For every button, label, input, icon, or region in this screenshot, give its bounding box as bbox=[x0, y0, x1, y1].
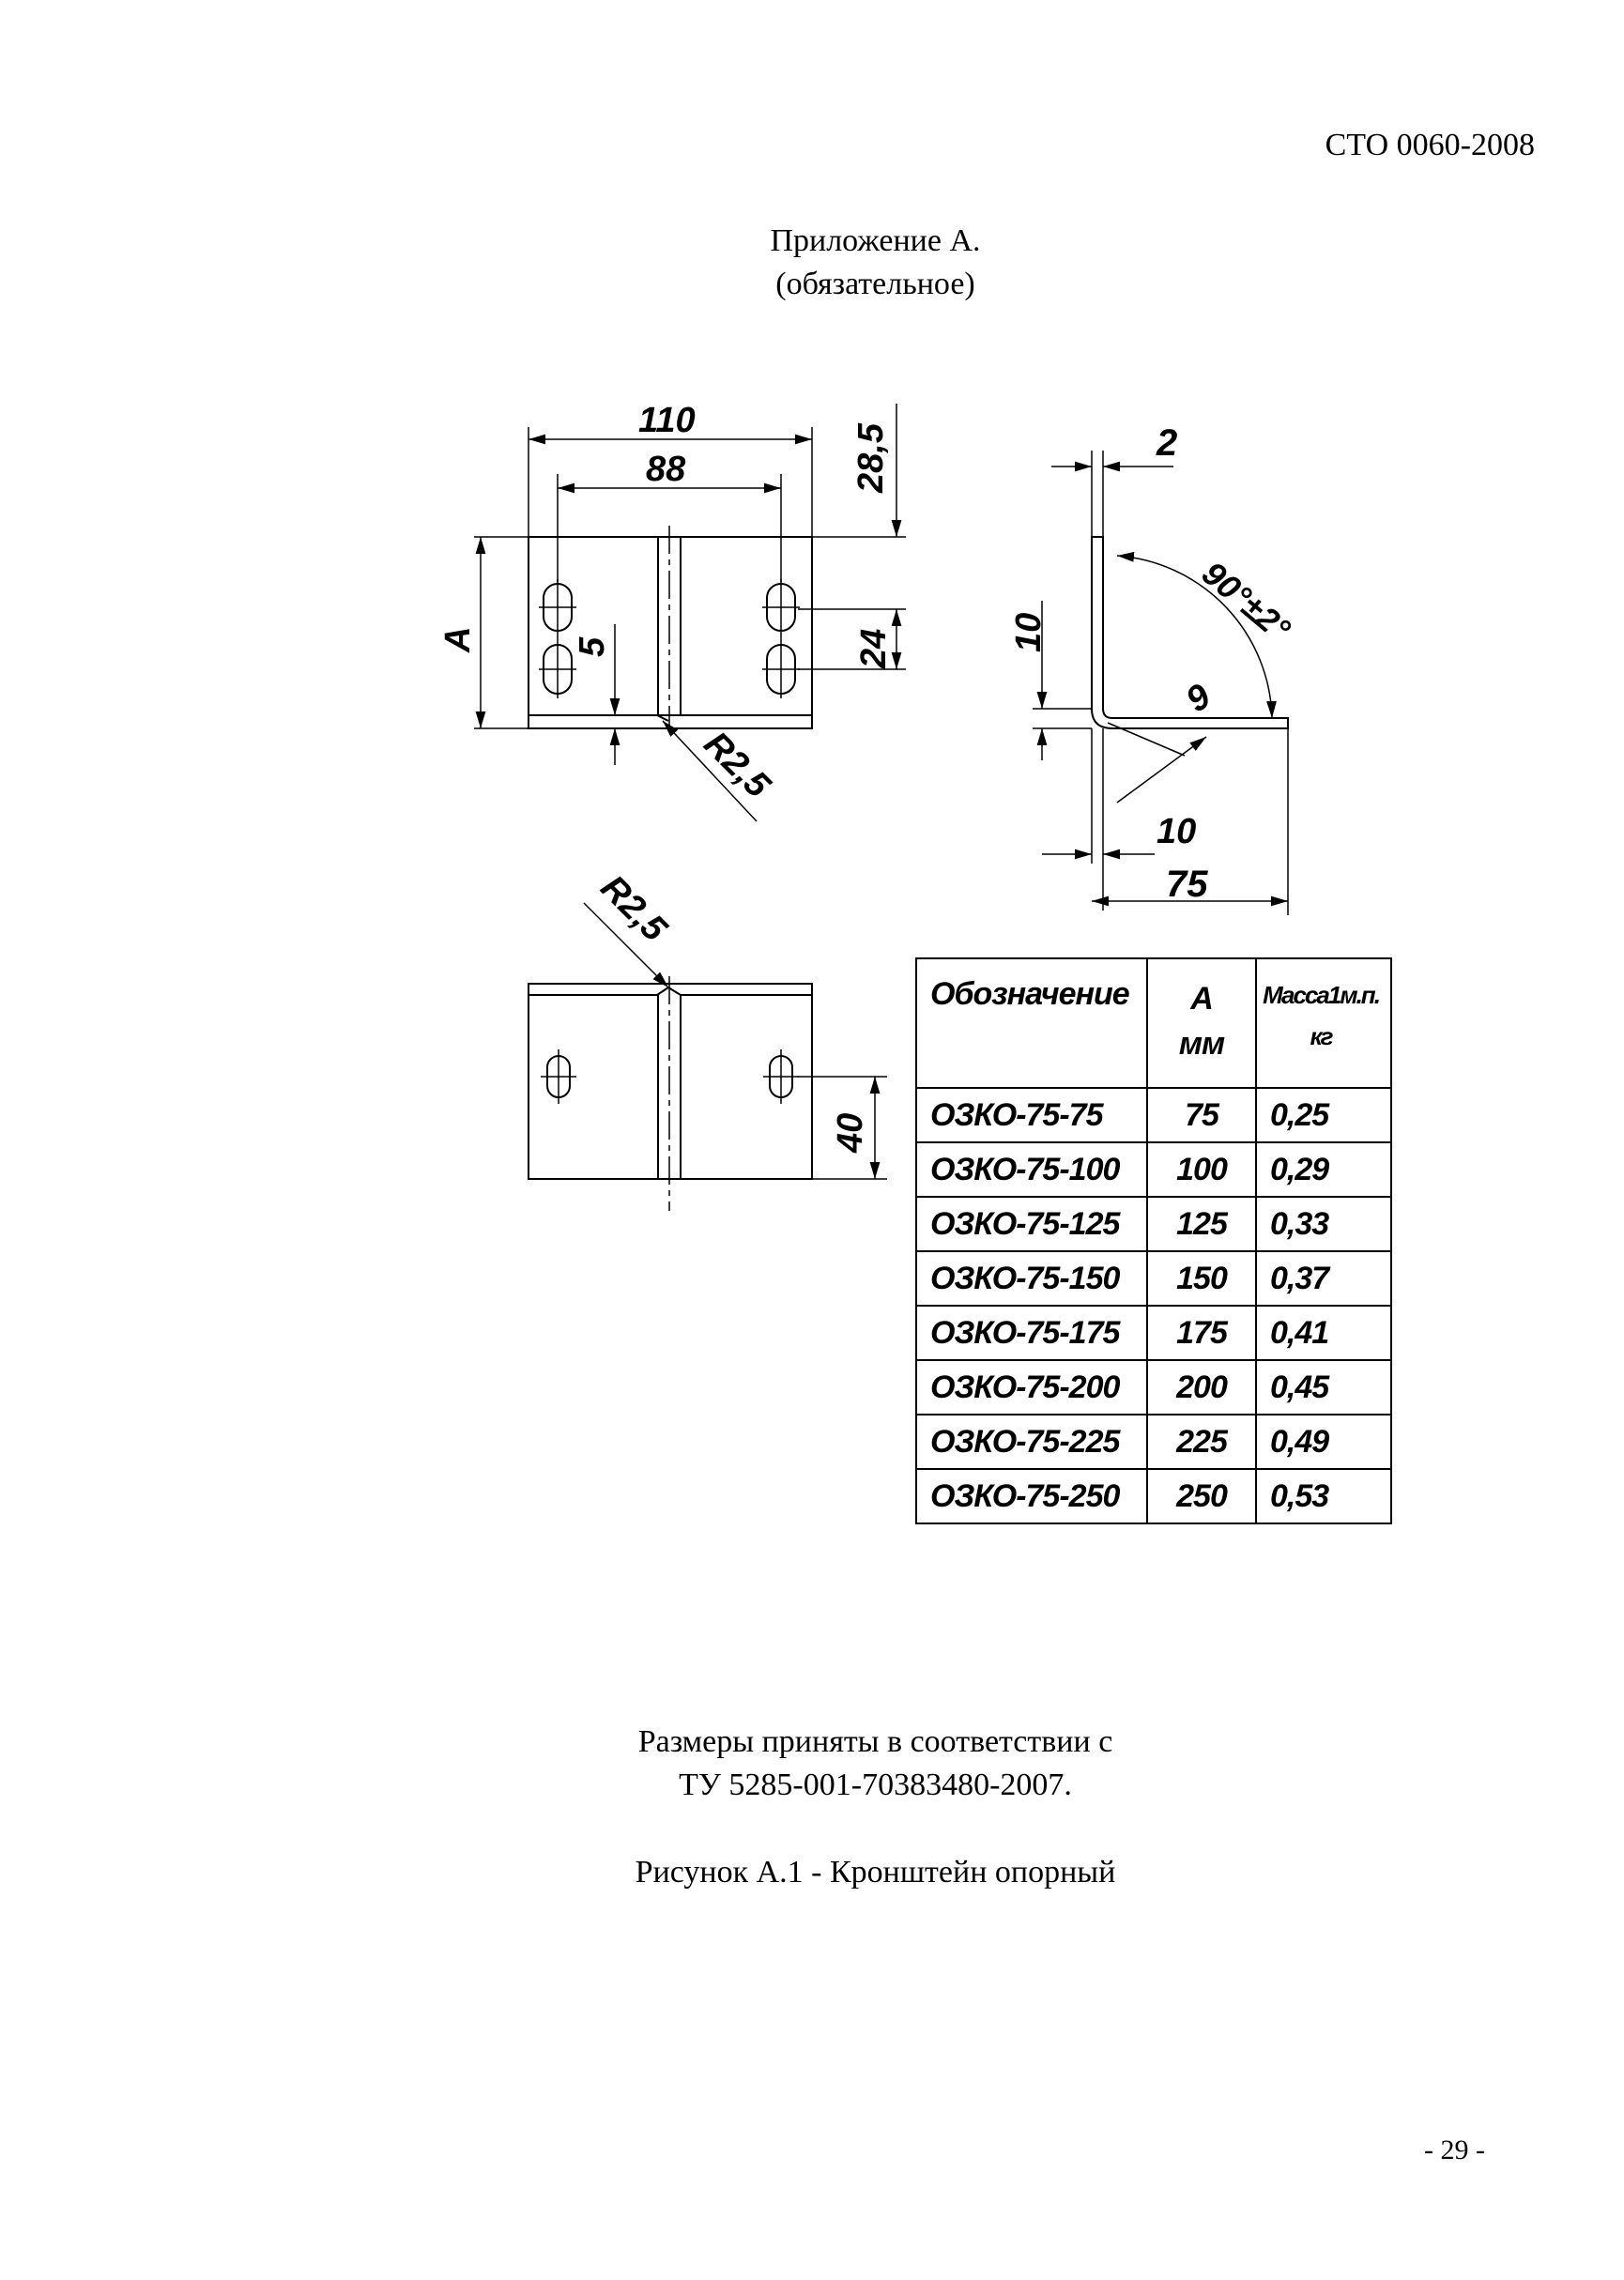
dim-9: 9 bbox=[1179, 677, 1218, 721]
cell-designation: ОЗКО-75-150 bbox=[915, 1250, 1148, 1307]
cell-designation: ОЗКО-75-250 bbox=[915, 1468, 1148, 1524]
cell-mass: 0,37 bbox=[1255, 1250, 1392, 1307]
note-line-2: ТУ 5285-001-70383480-2007. bbox=[679, 1767, 1072, 1802]
appendix-heading: Приложение А. (обязательное) bbox=[0, 220, 1624, 306]
cell-mass: 0,25 bbox=[1255, 1087, 1392, 1143]
dimensions-note: Размеры приняты в соответствии с ТУ 5285… bbox=[0, 1721, 1624, 1807]
dim-75: 75 bbox=[1166, 864, 1208, 905]
side-view bbox=[1033, 451, 1289, 915]
dim-overall-width: 110 bbox=[638, 401, 696, 440]
dim-hole-spacing: 88 bbox=[646, 450, 686, 489]
cell-mass: 0,33 bbox=[1255, 1196, 1392, 1252]
dim-40: 40 bbox=[831, 1113, 870, 1154]
table-row: ОЗКО-75-100 100 0,29 bbox=[915, 1141, 1392, 1198]
document-code: СТО 0060-2008 bbox=[1325, 128, 1535, 162]
header-mass-name: Масса1м.п. bbox=[1263, 981, 1381, 1009]
cell-a: 175 bbox=[1146, 1305, 1257, 1361]
dim-bottom-bend-radius: R2,5 bbox=[593, 868, 675, 950]
table-row: ОЗКО-75-175 175 0,41 bbox=[915, 1305, 1392, 1361]
table-row: ОЗКО-75-250 250 0,53 bbox=[915, 1468, 1392, 1524]
specification-table: Обозначение А мм Масса1м.п. кг ОЗКО-75-7… bbox=[915, 957, 1392, 1524]
header-designation: Обозначение bbox=[915, 957, 1148, 1089]
side-view-profile bbox=[1091, 536, 1289, 729]
cell-mass: 0,29 bbox=[1255, 1141, 1392, 1198]
cell-designation: ОЗКО-75-100 bbox=[915, 1141, 1148, 1198]
figure-caption: Рисунок А.1 - Кронштейн опорный bbox=[635, 1855, 1116, 1890]
front-view-outline bbox=[528, 536, 813, 729]
cell-mass: 0,49 bbox=[1255, 1414, 1392, 1470]
cell-mass: 0,41 bbox=[1255, 1305, 1392, 1361]
cell-a: 100 bbox=[1146, 1141, 1257, 1198]
header-mass: Масса1м.п. кг bbox=[1255, 957, 1392, 1089]
dim-bend-radius: R2,5 bbox=[697, 725, 778, 806]
cell-mass: 0,45 bbox=[1255, 1359, 1392, 1415]
appendix-status: (обязательное) bbox=[775, 267, 975, 301]
table-row: ОЗКО-75-75 75 0,25 bbox=[915, 1087, 1392, 1143]
front-view bbox=[474, 404, 906, 822]
cell-a: 250 bbox=[1146, 1468, 1257, 1524]
cell-a: 225 bbox=[1146, 1414, 1257, 1470]
table-row: ОЗКО-75-200 200 0,45 bbox=[915, 1359, 1392, 1415]
cell-designation: ОЗКО-75-175 bbox=[915, 1305, 1148, 1361]
dim-slot-offset: 5 bbox=[573, 636, 612, 657]
dim-vertical-10: 10 bbox=[1009, 613, 1049, 652]
cell-mass: 0,53 bbox=[1255, 1468, 1392, 1524]
dim-thickness: 2 bbox=[1156, 422, 1177, 464]
cell-a: 200 bbox=[1146, 1359, 1257, 1415]
dim-slot-spacing: 24 bbox=[854, 629, 894, 669]
dim-height-variable: А bbox=[438, 627, 478, 653]
header-a-name: А bbox=[1190, 981, 1214, 1017]
page-number: - 29 - bbox=[1424, 2135, 1485, 2165]
table-row: ОЗКО-75-225 225 0,49 bbox=[915, 1414, 1392, 1470]
bottom-view bbox=[528, 902, 887, 1211]
header-a: А мм bbox=[1146, 957, 1257, 1089]
cell-a: 75 bbox=[1146, 1087, 1257, 1143]
table-row: ОЗКО-75-125 125 0,33 bbox=[915, 1196, 1392, 1252]
cell-designation: ОЗКО-75-125 bbox=[915, 1196, 1148, 1252]
table-header-row: Обозначение А мм Масса1м.п. кг bbox=[915, 957, 1392, 1089]
header-mass-unit: кг bbox=[1310, 1022, 1333, 1050]
dim-10: 10 bbox=[1157, 812, 1196, 851]
cell-designation: ОЗКО-75-75 bbox=[915, 1087, 1148, 1143]
cell-designation: ОЗКО-75-225 bbox=[915, 1414, 1148, 1470]
appendix-title: Приложение А. bbox=[770, 223, 981, 258]
header-a-unit: мм bbox=[1178, 1026, 1225, 1062]
dim-top-offset: 28,5 bbox=[851, 422, 891, 494]
cell-a: 150 bbox=[1146, 1250, 1257, 1307]
table-row: ОЗКО-75-150 150 0,37 bbox=[915, 1250, 1392, 1307]
note-line-1: Размеры приняты в соответствии с bbox=[637, 1724, 1113, 1759]
cell-designation: ОЗКО-75-200 bbox=[915, 1359, 1148, 1415]
cell-a: 125 bbox=[1146, 1196, 1257, 1252]
bottom-view-outline bbox=[528, 983, 813, 1180]
